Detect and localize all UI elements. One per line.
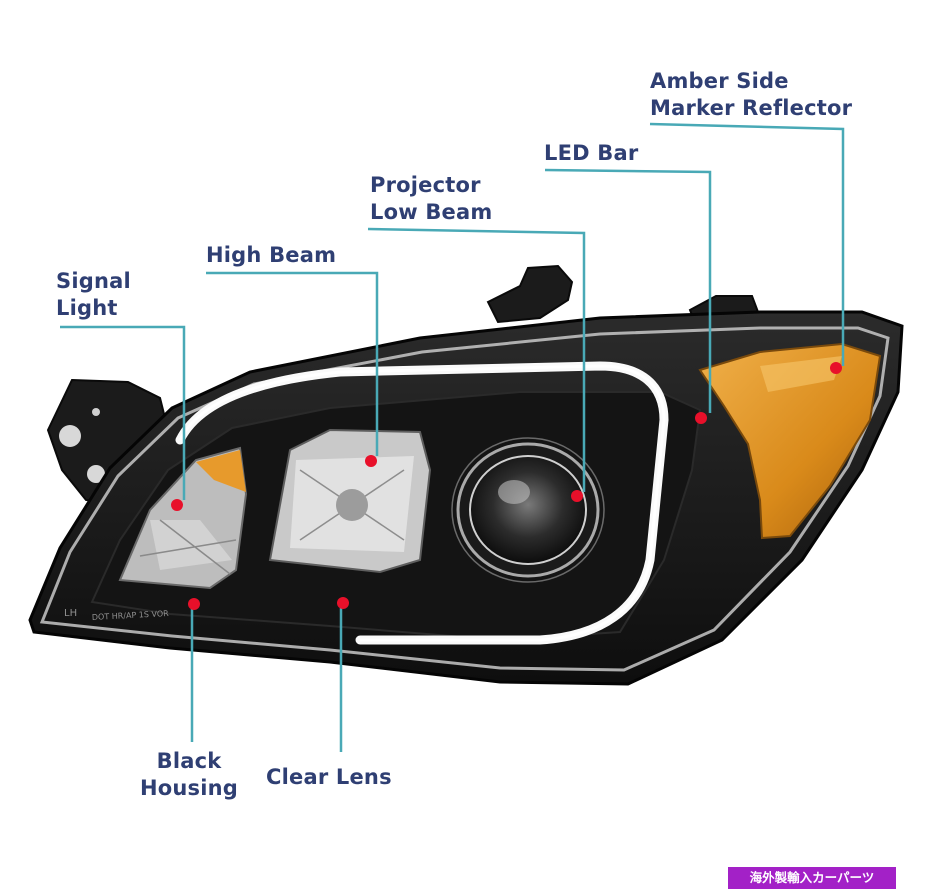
label-projector-low-beam: Projector Low Beam: [370, 172, 492, 226]
marker-dot-black-housing: [188, 598, 200, 610]
label-signal-light: Signal Light: [56, 268, 131, 322]
leader-high-beam: [206, 271, 379, 456]
leader-led-bar: [544, 168, 712, 413]
leader-projector-low-beam: [367, 227, 586, 492]
lens-marking-side: LH: [64, 608, 77, 619]
label-led-bar: LED Bar: [544, 140, 638, 167]
label-line: Amber Side: [650, 69, 789, 93]
label-line: Clear Lens: [266, 765, 392, 789]
label-line: Light: [56, 296, 118, 320]
marker-dot-projector-low-beam: [571, 490, 583, 502]
projector-low-beam: [451, 437, 605, 583]
marker-dot-amber-side-marker: [830, 362, 842, 374]
marker-dot-led-bar: [695, 412, 707, 424]
watermark-badge: 海外製輸入カーパーツ: [728, 867, 896, 889]
high-beam-reflector: [268, 428, 432, 574]
label-line: High Beam: [206, 243, 337, 267]
lens-chrome-rim: [39, 326, 890, 672]
leader-signal-light: [60, 325, 186, 500]
marker-dot-signal-light: [171, 499, 183, 511]
leader-amber-side-marker: [649, 122, 845, 366]
marker-dot-high-beam: [365, 455, 377, 467]
signal-light-reflector: [118, 446, 248, 590]
amber-side-marker-reflector: [698, 342, 882, 540]
label-line: LED Bar: [544, 141, 639, 165]
label-amber-side-marker-reflector: Amber Side Marker Reflector: [650, 68, 852, 122]
marker-dot-clear-lens: [337, 597, 349, 609]
label-line: Marker Reflector: [650, 96, 853, 120]
label-clear-lens: Clear Lens: [266, 764, 392, 791]
label-line: Housing: [140, 776, 239, 800]
label-high-beam: High Beam: [206, 242, 336, 269]
label-line: Projector: [370, 173, 481, 197]
label-line: Signal: [56, 269, 131, 293]
label-black-housing: Black Housing: [140, 748, 238, 802]
lens-marking-code: DOT HR/AP 1S VOR: [92, 609, 170, 622]
left-mounting-bracket: [46, 378, 170, 507]
label-line: Black: [156, 749, 222, 773]
label-line: Low Beam: [370, 200, 493, 224]
